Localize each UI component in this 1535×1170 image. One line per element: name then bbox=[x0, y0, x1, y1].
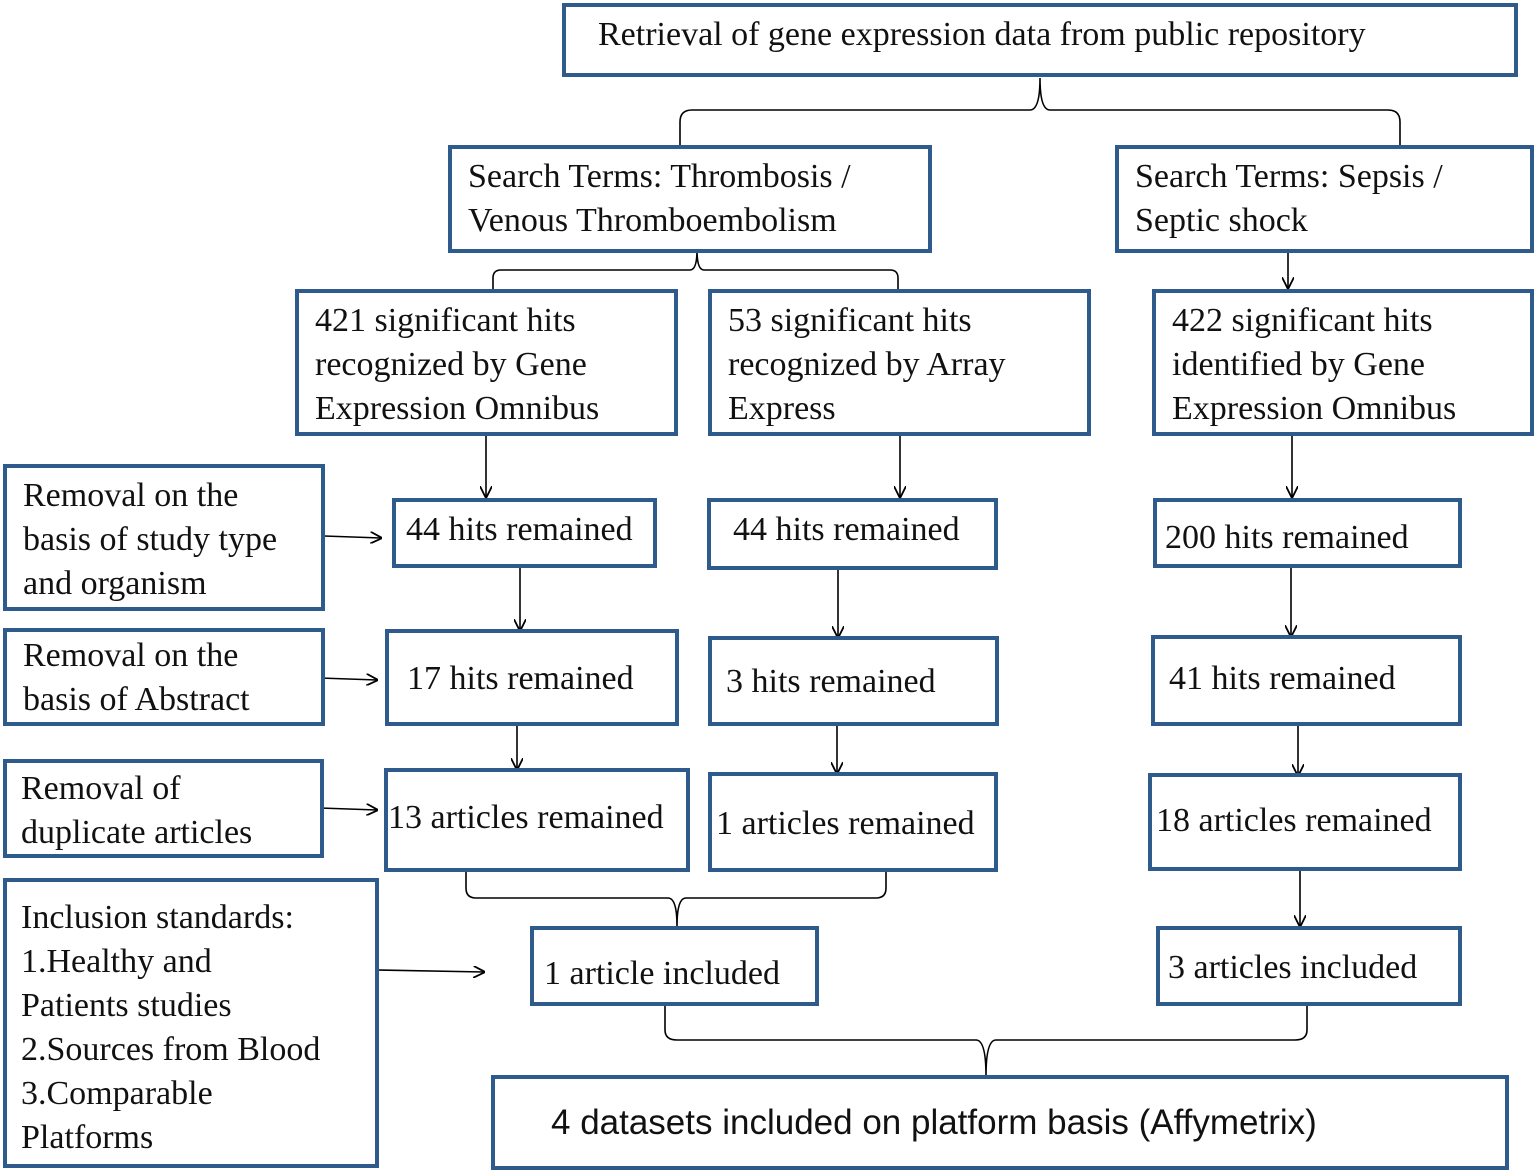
removal-abstract-line-2: basis of Abstract bbox=[23, 681, 250, 718]
hits-ae-thrombosis-line-2: recognized by Array bbox=[728, 346, 1006, 383]
s-41-text: 41 hits remained bbox=[1169, 660, 1396, 697]
removal-duplicates-line-1: Removal of bbox=[21, 770, 181, 807]
search-sepsis-box: Search Terms: Sepsis / Septic shock bbox=[1115, 145, 1534, 253]
s-18-box: 18 articles remained bbox=[1148, 773, 1462, 871]
t-ae-3-box: 3 hits remained bbox=[708, 636, 999, 726]
s-18-text: 18 articles remained bbox=[1156, 802, 1432, 839]
arrow-removal-study-type bbox=[323, 536, 381, 538]
removal-study-type-line-1: Removal on the bbox=[23, 477, 239, 514]
s-200-box: 200 hits remained bbox=[1153, 498, 1462, 568]
hits-ae-thrombosis-line-1: 53 significant hits bbox=[728, 302, 972, 339]
arrow-inclusion-standards bbox=[375, 970, 484, 972]
t-geo-17-text: 17 hits remained bbox=[407, 660, 634, 697]
inclusion-line-5: 3.Comparable bbox=[21, 1075, 213, 1112]
inclusion-line-3: Patients studies bbox=[21, 987, 232, 1024]
t-ae-1-box: 1 articles remained bbox=[708, 772, 998, 872]
s-200-text: 200 hits remained bbox=[1165, 519, 1409, 556]
arrow-removal-duplicates bbox=[319, 808, 377, 810]
t-geo-44-text: 44 hits remained bbox=[406, 511, 633, 548]
inclusion-line-1: Inclusion standards: bbox=[21, 899, 294, 936]
t-ae-44-text: 44 hits remained bbox=[733, 511, 960, 548]
inclusion-line-2: 1.Healthy and bbox=[21, 943, 212, 980]
t-geo-17-box: 17 hits remained bbox=[385, 629, 679, 726]
hits-geo-sepsis-line-3: Expression Omnibus bbox=[1172, 390, 1457, 427]
t-included-text: 1 article included bbox=[544, 955, 781, 992]
t-ae-3-text: 3 hits remained bbox=[726, 663, 936, 700]
retrieval-box: Retrieval of gene expression data from p… bbox=[562, 3, 1518, 77]
brace-final-merge bbox=[664, 1005, 1308, 1077]
removal-duplicates-line-2: duplicate articles bbox=[21, 814, 253, 851]
brace-retrieval-split bbox=[679, 77, 1401, 146]
hits-geo-thrombosis-line-2: recognized by Gene bbox=[315, 346, 587, 383]
t-ae-1-text: 1 articles remained bbox=[716, 805, 975, 842]
search-thrombosis-line-1: Search Terms: Thrombosis / bbox=[468, 158, 851, 195]
removal-abstract-box: Removal on the basis of Abstract bbox=[3, 628, 325, 726]
hits-ae-thrombosis-box: 53 significant hits recognized by Array … bbox=[708, 289, 1091, 436]
search-sepsis-line-2: Septic shock bbox=[1135, 202, 1308, 239]
inclusion-line-6: Platforms bbox=[21, 1119, 154, 1156]
removal-abstract-line-1: Removal on the bbox=[23, 637, 239, 674]
arrow-removal-abstract bbox=[319, 678, 377, 680]
inclusion-line-4: 2.Sources from Blood bbox=[21, 1031, 321, 1068]
removal-duplicates-box: Removal of duplicate articles bbox=[3, 759, 324, 858]
hits-geo-sepsis-line-2: identified by Gene bbox=[1172, 346, 1426, 383]
hits-geo-thrombosis-line-1: 421 significant hits bbox=[315, 302, 576, 339]
hits-geo-sepsis-line-1: 422 significant hits bbox=[1172, 302, 1433, 339]
s-41-box: 41 hits remained bbox=[1151, 635, 1462, 726]
final-datasets-text: 4 datasets included on platform basis (A… bbox=[551, 1103, 1317, 1142]
s-included-box: 3 articles included bbox=[1156, 926, 1462, 1006]
search-thrombosis-line-2: Venous Thromboembolism bbox=[468, 202, 837, 239]
hits-geo-sepsis-box: 422 significant hits identified by Gene … bbox=[1152, 289, 1534, 436]
search-sepsis-line-1: Search Terms: Sepsis / bbox=[1135, 158, 1443, 195]
retrieval-text: Retrieval of gene expression data from p… bbox=[598, 16, 1366, 53]
brace-thrombosis-merge bbox=[465, 872, 887, 927]
t-included-box: 1 article included bbox=[530, 926, 819, 1006]
t-geo-13-text: 13 articles remained bbox=[388, 799, 664, 836]
removal-study-type-box: Removal on the basis of study type and o… bbox=[3, 464, 325, 611]
removal-study-type-line-3: and organism bbox=[23, 565, 207, 602]
final-datasets-box: 4 datasets included on platform basis (A… bbox=[491, 1075, 1509, 1170]
t-ae-44-box: 44 hits remained bbox=[707, 498, 998, 570]
brace-thrombosis-split bbox=[492, 249, 899, 292]
removal-study-type-line-2: basis of study type bbox=[23, 521, 278, 558]
s-included-text: 3 articles included bbox=[1168, 949, 1418, 986]
hits-geo-thrombosis-line-3: Expression Omnibus bbox=[315, 390, 600, 427]
hits-geo-thrombosis-box: 421 significant hits recognized by Gene … bbox=[295, 289, 678, 436]
search-thrombosis-box: Search Terms: Thrombosis / Venous Thromb… bbox=[448, 145, 932, 253]
hits-ae-thrombosis-line-3: Express bbox=[728, 390, 836, 427]
inclusion-standards-box: Inclusion standards: 1.Healthy and Patie… bbox=[3, 878, 379, 1168]
t-geo-13-box: 13 articles remained bbox=[384, 768, 690, 872]
t-geo-44-box: 44 hits remained bbox=[392, 498, 657, 568]
